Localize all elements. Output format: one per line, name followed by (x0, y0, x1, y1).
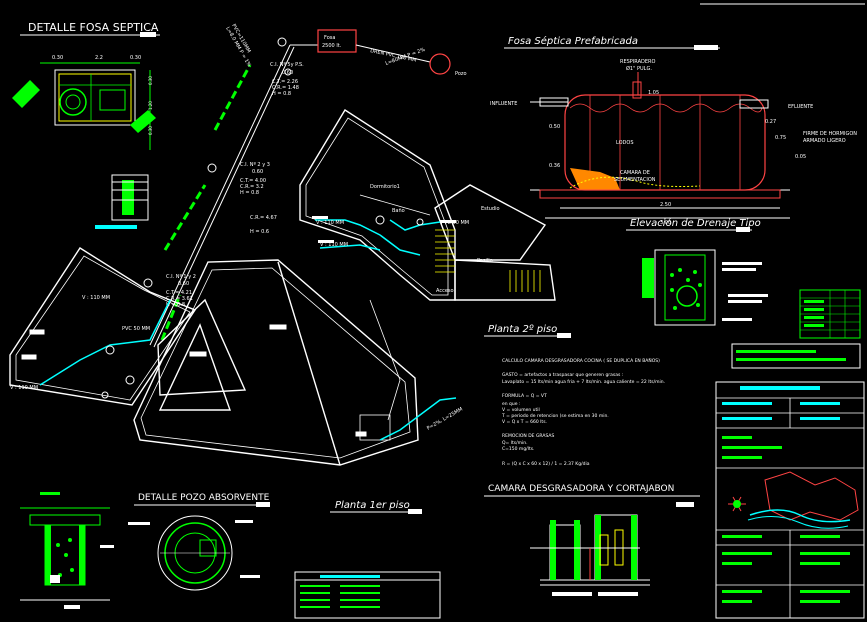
pvc-label-3: V : 110 MM (10, 385, 38, 391)
room-dormitorio: Dormitorio1 (370, 184, 400, 190)
calc-formula: FORMULA = Q = VT (502, 393, 547, 399)
ci1-ct: C.T.= 2.26 (272, 79, 298, 85)
dim-036: 0.36 (549, 163, 560, 169)
pipe-bottom-label: P=2%, L=25MM (426, 406, 464, 431)
dim-1: 0.30 (52, 55, 63, 61)
title-planta-2: Planta 2º piso (488, 324, 557, 335)
firme-label-2: ARMADO LIGERO (803, 138, 846, 144)
ci2-cr: C.R.= 3.2 (240, 184, 264, 190)
calc-rem-1: Q= lts/min. (502, 440, 528, 446)
pvc-label-1: V : 110 MM (82, 295, 110, 301)
title-elevacion-drenaje: Elevación de Drenaje Tipo (630, 217, 761, 229)
pvc-label-4: V : 110 MM (316, 220, 344, 226)
room-bano: Baño (392, 208, 405, 214)
ci3-val: 0.60 (178, 281, 189, 287)
dim-3: 0.30 (130, 55, 141, 61)
pvc-label-6: V : 110 MM (320, 242, 348, 248)
title-detalle-pozo: DETALLE POZO ABSORVENTE (138, 493, 270, 503)
title-planta-1: Planta 1er piso (335, 500, 410, 511)
respiradero-size: Ø1" PULG. (626, 65, 652, 72)
calc-remocion: REMOCION DE GRASAS (502, 433, 554, 439)
h-value: H = 0.6 (250, 229, 269, 235)
dim-105: 1.05 (648, 90, 659, 96)
ci3-title: C.I. Nº 1 y 2 (166, 274, 196, 280)
room-estudio: Estudio (481, 206, 500, 212)
ci1-title: C.I. Nº 5y P.S. (270, 62, 304, 68)
title-camara-desgrasadora: CAMARA DESGRASADORA Y CORTAJABON (488, 484, 674, 494)
ci3-ct: C.T.= 4.21 (166, 290, 192, 296)
dim-005: 0.05 (795, 154, 806, 160)
calc-line-1: en que : (502, 402, 520, 407)
ci2-title: C.I. Nº 2 y 3 (240, 162, 270, 168)
camara-label-1: CAMARA DE (620, 170, 650, 176)
title-fosa-prefabricada: Fosa Séptica Prefabricada (508, 35, 638, 47)
dim-050: 0.50 (549, 124, 560, 130)
dim-2: 2.2 (95, 55, 103, 61)
ci2-h: H = 0.8 (240, 190, 259, 196)
ci2-val: 0.60 (252, 169, 263, 175)
calc-result: R = (Q x C x 60 x 12) / 1 = 2.37 Kg/dia (502, 461, 590, 467)
efluente-label: EFLUENTE (788, 104, 813, 110)
ci3-cr: C.R.= 3.61 (166, 296, 193, 302)
dim-side-1: 0.30 (148, 76, 153, 85)
ci2-ct: C.T.= 4.00 (240, 178, 266, 184)
calc-rem-2: C=150 mg/lts. (502, 446, 534, 452)
dim-250: 2.50 (660, 202, 671, 208)
pvc-label-5: PVC 50 MM (441, 220, 469, 226)
title-detalle-fosa: DETALLE FOSA SEPTICA (28, 21, 159, 34)
ci1-val: 0.60 (282, 70, 293, 76)
influente-label: INFLUENTE (490, 101, 517, 107)
respiradero-label: RESPIRADERO (620, 59, 655, 65)
pozo-label: Pozo (455, 71, 467, 77)
dim-side-3: 0.30 (148, 126, 153, 135)
firme-label-1: FIRME DE HORMIGON (803, 131, 857, 137)
dim-300: 3.00 (660, 220, 671, 226)
fosa-box-label: Fosa (324, 35, 335, 41)
calc-line-3: T = periodo de retencion (se estima en 3… (501, 413, 609, 419)
pvc-label-2: PVC 50 MM (122, 326, 150, 332)
lodos-label: LODOS (616, 140, 634, 146)
room-acceso: Acceso (436, 288, 454, 294)
dim-075: 0.75 (775, 135, 786, 141)
calc-lavaplatos: Lavaplato = 15 lts/min agua fria + 7 lts… (502, 379, 665, 385)
cr-value: C.R.= 4.67 (250, 215, 277, 221)
fosa-box-volume: 2500 lt. (322, 43, 342, 49)
dim-side-2: 1.20 (148, 101, 153, 110)
calc-line-4: V = Q x T = 660 lts. (502, 419, 547, 425)
ci1-h: H = 0.8 (272, 91, 291, 97)
dim-027: 0.27 (765, 119, 776, 125)
room-pasillo: Pasillo (477, 258, 493, 264)
calc-line-2: V = volumen util (502, 407, 540, 413)
calc-title: CALCULO CAMARA DESGRASADORA COCINA ( SE … (502, 357, 660, 364)
camara-label-2: SEDIMENTACION (614, 177, 656, 183)
ci1-cr: C.R.= 1.48 (272, 85, 299, 91)
calc-gasto: GASTO = artefactos a traspasar que gener… (502, 372, 623, 378)
